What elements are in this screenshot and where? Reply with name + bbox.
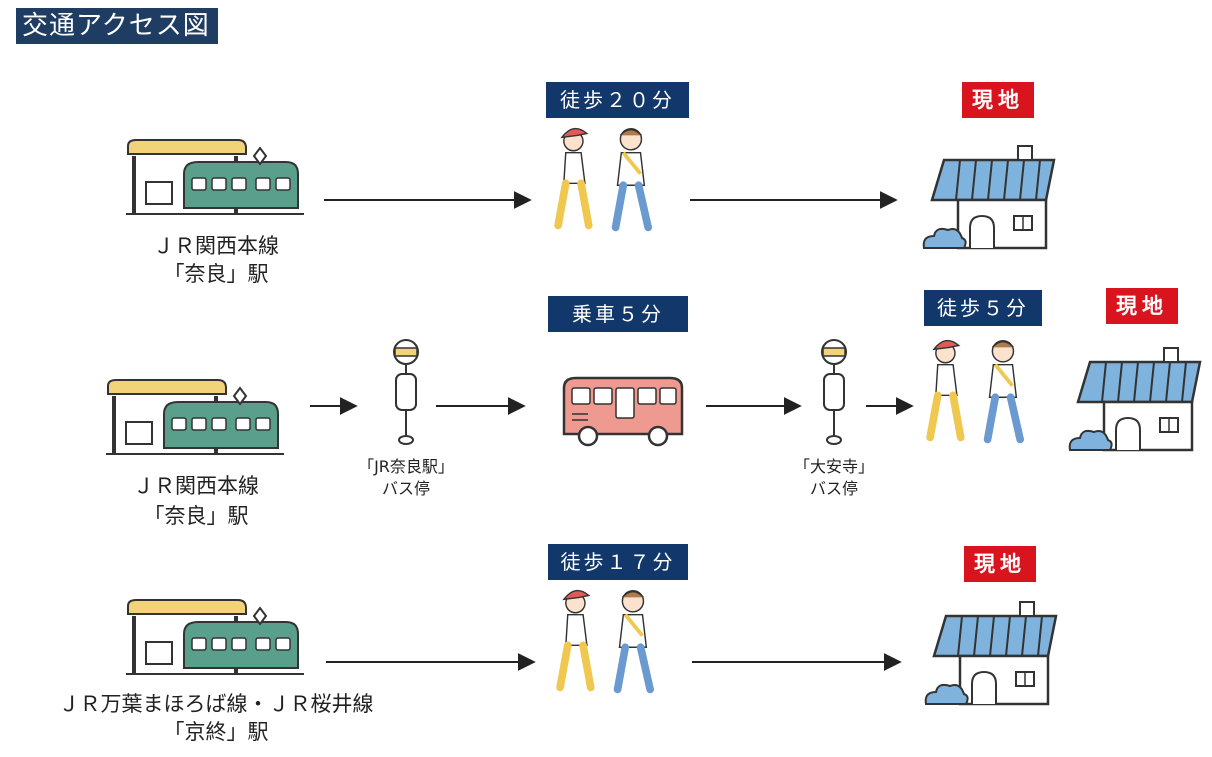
bus-stop-1-label: バス停 <box>381 479 430 498</box>
walk-time-badge: 徒歩１７分 <box>548 544 688 580</box>
walking-people-icon <box>548 584 668 699</box>
walk-time-badge: 徒歩５分 <box>924 290 1042 326</box>
destination-badge: 現地 <box>1106 288 1178 324</box>
bus-time-badge: 乗車５分 <box>548 296 688 332</box>
station-name-line2: 「奈良」駅 <box>143 504 249 528</box>
station-name-line1: ＪＲ関西本線 <box>153 234 279 258</box>
walk-time-badge: 徒歩２０分 <box>546 82 689 118</box>
destination-badge: 現地 <box>964 546 1036 582</box>
bus-stop-2-label: バス停 <box>809 479 858 498</box>
page-title: 交通アクセス図 <box>16 8 218 44</box>
station-name-line1: ＪＲ万葉まほろば線・ＪＲ桜井線 <box>58 692 374 716</box>
station-name-line1: ＪＲ関西本線 <box>133 474 259 498</box>
station-name-line2: 「奈良」駅 <box>163 262 269 286</box>
station-name-line2: 「京終」駅 <box>163 720 269 744</box>
bus-stop-2-name: 「大安寺」 <box>793 457 874 476</box>
bus-stop-1-name: 「JR奈良駅」 <box>358 457 454 476</box>
house-icon <box>924 598 1064 708</box>
destination-badge: 現地 <box>962 82 1034 118</box>
